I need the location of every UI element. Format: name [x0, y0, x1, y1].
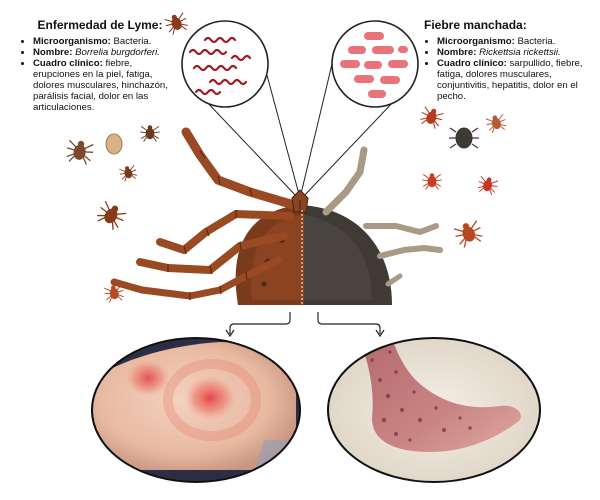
tick-icon	[64, 138, 96, 166]
spotted-fever-clinical-label: Cuadro clínico:	[437, 58, 507, 69]
spotted-fever-foot-photo	[328, 338, 540, 482]
rickettsia-zoom-circle	[331, 20, 419, 108]
tick-illustration-left	[235, 205, 304, 305]
tick-icon	[105, 133, 123, 155]
lyme-name-label: Nombre:	[33, 47, 73, 58]
lyme-name: Nombre: Borrelia burgdorferi.	[33, 47, 180, 58]
rickettsia-rod-icon	[340, 32, 408, 98]
zoom-line	[299, 63, 333, 199]
lyme-title: Enfermedad de Lyme:	[37, 18, 163, 32]
spotted-fever-photo-frame	[327, 337, 541, 483]
arrow-down-icon	[225, 312, 291, 338]
tick-illustration-right	[304, 205, 392, 305]
lyme-name-value: Borrelia burgdorferi.	[75, 47, 160, 58]
lyme-clinical-value: fiebre, erupciones en la piel, fatiga, d…	[33, 58, 168, 113]
lyme-microorganism-value: Bacteria.	[113, 36, 152, 47]
tick-icon	[139, 125, 161, 143]
tick-icon	[475, 174, 500, 197]
tick-leg-joints	[167, 150, 253, 300]
spotted-fever-name: Nombre: Rickettsia rickettsii.	[437, 47, 592, 58]
tick-icon	[449, 127, 479, 149]
lyme-rash-photo	[92, 338, 300, 482]
lyme-microorganism-label: Microorganismo:	[33, 36, 111, 47]
spotted-fever-info-panel: Fiebre manchada: Microorganismo: Bacteri…	[424, 18, 592, 102]
spotted-fever-facts-list: Microorganismo: Bacteria. Nombre: Ricket…	[424, 36, 592, 102]
lyme-clinical: Cuadro clínico: fiebre, erupciones en la…	[33, 58, 180, 113]
tick-head	[291, 189, 309, 213]
spotted-fever-name-value: Rickettsia rickettsii.	[479, 47, 561, 58]
tick-icon	[118, 164, 139, 183]
tick-legs-left	[110, 127, 299, 300]
borrelia-zoom-circle	[181, 20, 269, 108]
lyme-clinical-label: Cuadro clínico:	[33, 58, 103, 69]
tick-legs-right	[322, 146, 443, 287]
arrow-down-icon	[317, 312, 385, 338]
spotted-fever-microorganism-value: Bacteria.	[517, 36, 556, 47]
lyme-facts-list: Microorganismo: Bacteria. Nombre: Borrel…	[20, 36, 180, 113]
lyme-microorganism: Microorganismo: Bacteria.	[33, 36, 180, 47]
borrelia-spirochete-icon	[188, 36, 252, 96]
tick-icon	[421, 173, 443, 191]
tick-icon	[417, 105, 446, 131]
spotted-fever-title: Fiebre manchada:	[424, 18, 527, 32]
spotted-fever-name-label: Nombre:	[437, 47, 477, 58]
tick-icon	[484, 112, 509, 135]
spotted-fever-clinical-value: sarpullido, fiebre, fatiga, dolores musc…	[437, 58, 583, 102]
tick-icon	[93, 199, 129, 233]
tick-icon	[451, 218, 486, 250]
spotted-fever-microorganism-label: Microorganismo:	[437, 36, 515, 47]
zoom-line	[263, 63, 301, 199]
spotted-fever-clinical: Cuadro clínico: sarpullido, fiebre, fati…	[437, 58, 592, 102]
lyme-info-panel: Enfermedad de Lyme: Microorganismo: Bact…	[20, 18, 180, 113]
lyme-photo-frame	[91, 337, 301, 483]
spotted-fever-microorganism: Microorganismo: Bacteria.	[437, 36, 592, 47]
